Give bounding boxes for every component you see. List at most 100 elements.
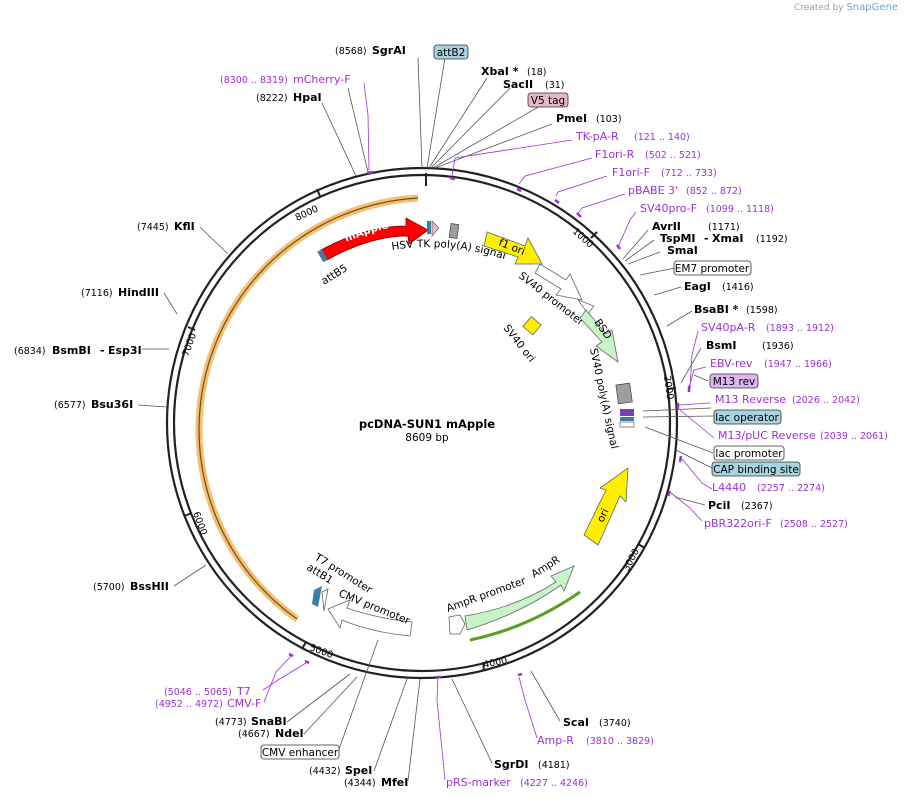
tick-4000: 4000: [482, 655, 508, 671]
enzyme-pcii[interactable]: PciI (2367): [708, 499, 773, 512]
svg-text:CMV enhancer: CMV enhancer: [262, 747, 339, 759]
primer-pbabe-3[interactable]: pBABE 3' (852 .. 872): [628, 184, 742, 197]
svg-text:SV40pro-F: SV40pro-F: [640, 202, 697, 215]
primer-f1ori-r[interactable]: F1ori-R (502 .. 521): [595, 148, 701, 161]
feature-box-v5-tag[interactable]: V5 tag: [527, 92, 569, 108]
primer-amp-r[interactable]: Amp-R (3810 .. 3829): [537, 734, 654, 747]
svg-text:(1099 .. 1118): (1099 .. 1118): [706, 204, 774, 215]
cmv-promoter-feature: CMV promoter: [327, 588, 413, 637]
svg-text:pBABE 3': pBABE 3': [628, 184, 678, 197]
enzyme-mfei[interactable]: (4344) MfeI: [344, 776, 408, 789]
leader-lines: [137, 57, 715, 782]
svg-text:V5 tag: V5 tag: [531, 95, 565, 107]
svg-text:SacII: SacII: [503, 78, 533, 91]
svg-text:lac operator: lac operator: [715, 412, 779, 424]
enzyme-bsmbi-esp3i[interactable]: (6834) BsmBI - Esp3I: [14, 344, 142, 357]
enzyme-kfli[interactable]: (7445) KflI: [137, 220, 195, 233]
feature-box-attb2[interactable]: attB2: [433, 44, 469, 60]
enzyme-sgrai[interactable]: (8568) SgrAI: [335, 44, 406, 57]
enzyme-spei[interactable]: (4432) SpeI: [309, 764, 372, 777]
enzyme-scai[interactable]: ScaI (3740): [563, 716, 631, 729]
svg-text:BssHII: BssHII: [130, 580, 169, 593]
enzyme-snabi[interactable]: (4773) SnaBI: [215, 715, 287, 728]
snapgene-brand: Created by SnapGene: [794, 2, 898, 13]
svg-text:CMV-F: CMV-F: [227, 697, 261, 710]
svg-text:KflI: KflI: [174, 220, 195, 233]
svg-text:(2367): (2367): [741, 501, 773, 512]
enzyme-hindiii[interactable]: (7116) HindIII: [81, 286, 159, 299]
feature-box-cmv-enhancer[interactable]: CMV enhancer: [260, 744, 340, 760]
primer-sv40pro-f[interactable]: SV40pro-F (1099 .. 1118): [640, 202, 774, 215]
enzyme-eagi[interactable]: EagI (1416): [684, 280, 754, 293]
svg-text:(2026 .. 2042): (2026 .. 2042): [792, 395, 860, 406]
tick-8000: 8000: [294, 188, 321, 224]
enzyme-pmei[interactable]: PmeI (103): [556, 112, 622, 125]
primer-m13-puc-reverse[interactable]: M13/pUC Reverse (2039 .. 2061): [718, 429, 888, 442]
svg-text:(2508 .. 2527): (2508 .. 2527): [780, 519, 848, 530]
svg-text:Esp3I: Esp3I: [108, 344, 142, 357]
svg-text:(4432): (4432): [309, 766, 341, 777]
tick-1000: 1000: [570, 226, 598, 250]
svg-text:EagI: EagI: [684, 280, 711, 293]
enzyme-avrii[interactable]: AvrII (1171): [652, 220, 740, 233]
primer-t7[interactable]: (5046 .. 5065) T7: [164, 685, 251, 698]
feature-box-lac-promoter[interactable]: lac promoter: [713, 445, 785, 461]
enzyme-xbai[interactable]: XbaI * (18): [481, 65, 547, 78]
svg-text:(4667): (4667): [238, 729, 270, 740]
enzyme-ndei[interactable]: (4667) NdeI: [238, 727, 304, 740]
primer-cmv-f[interactable]: (4952 .. 4972) CMV-F: [155, 697, 261, 710]
svg-text:(18): (18): [527, 67, 547, 78]
sv40-polya-feature: SV40 poly(A) signal: [587, 347, 635, 450]
svg-text:(31): (31): [545, 80, 565, 91]
feature-box-cap-binding-site[interactable]: CAP binding site: [711, 461, 801, 477]
feature-box-m13-rev[interactable]: M13 rev: [709, 373, 759, 389]
primer-f1ori-f[interactable]: F1ori-F (712 .. 733): [612, 166, 717, 179]
sv40-ori-feature: SV40 ori: [501, 315, 542, 365]
primer-m13-reverse[interactable]: M13 Reverse (2026 .. 2042): [715, 393, 860, 406]
primer-mcherry-f[interactable]: (8300 .. 8319) mCherry-F: [220, 73, 351, 86]
svg-text:(3740): (3740): [599, 718, 631, 729]
svg-text:BsmBI: BsmBI: [52, 344, 91, 357]
enzyme-sgrdi[interactable]: SgrDI (4181): [494, 758, 570, 771]
svg-text:T7: T7: [236, 685, 251, 698]
primer-prs-marker[interactable]: pRS-marker (4227 .. 4246): [446, 776, 588, 789]
enzyme-bsu36i[interactable]: (6577) Bsu36I: [54, 398, 133, 411]
f1-ori-feature: f1 ori: [483, 231, 543, 265]
svg-text:M13 rev: M13 rev: [713, 376, 756, 388]
svg-text:XbaI *: XbaI *: [481, 65, 519, 78]
svg-text:(4181): (4181): [538, 760, 570, 771]
primer-sv40pa-r[interactable]: SV40pA-R (1893 .. 1912): [701, 321, 834, 334]
enzyme-hpai[interactable]: (8222) HpaI: [256, 91, 322, 104]
enzyme-smai[interactable]: SmaI: [667, 244, 698, 257]
svg-text:(7445): (7445): [137, 222, 169, 233]
primer-pbr322ori-f[interactable]: pBR322ori-F (2508 .. 2527): [704, 517, 848, 530]
enzyme-tspmi-xmai[interactable]: TspMI - XmaI (1192): [660, 232, 788, 245]
enzyme-bsabi[interactable]: BsaBI * (1598): [694, 303, 778, 316]
snapgene-logo-text: SnapGene: [846, 2, 898, 13]
svg-text:TspMI: TspMI: [660, 232, 696, 245]
svg-text:8000: 8000: [294, 204, 321, 224]
svg-text:F1ori-R: F1ori-R: [595, 148, 635, 161]
primer-ebv-rev[interactable]: EBV-rev (1947 .. 1966): [710, 357, 832, 370]
feature-box-lac-operator[interactable]: lac operator: [713, 409, 782, 425]
svg-text:4000: 4000: [482, 655, 508, 671]
svg-text:(852 .. 872): (852 .. 872): [686, 186, 742, 197]
enzyme-sacii[interactable]: SacII (31): [503, 78, 565, 91]
svg-text:M13 Reverse: M13 Reverse: [715, 393, 786, 406]
primer-l4440[interactable]: L4440 (2257 .. 2274): [712, 481, 825, 494]
enzyme-bsmi[interactable]: BsmI (1936): [706, 339, 794, 352]
svg-text:PciI: PciI: [708, 499, 730, 512]
svg-text:BsmI: BsmI: [706, 339, 737, 352]
feature-box-em7-promoter[interactable]: EM7 promoter: [673, 260, 752, 276]
svg-text:ScaI: ScaI: [563, 716, 589, 729]
svg-text:SmaI: SmaI: [667, 244, 698, 257]
svg-text:(8568): (8568): [335, 46, 367, 57]
plasmid-length: 8609 bp: [405, 432, 449, 444]
svg-text:SgrAI: SgrAI: [372, 44, 406, 57]
primer-tk-pa-r[interactable]: TK-pA-R (121 .. 140): [575, 130, 690, 143]
svg-text:SpeI: SpeI: [345, 764, 372, 777]
orange-feature-arc: [195, 194, 419, 622]
svg-text:EM7 promoter: EM7 promoter: [675, 263, 750, 275]
enzyme-bsshii[interactable]: (5700) BssHII: [93, 580, 169, 593]
created-by-label: Created by: [794, 3, 844, 13]
